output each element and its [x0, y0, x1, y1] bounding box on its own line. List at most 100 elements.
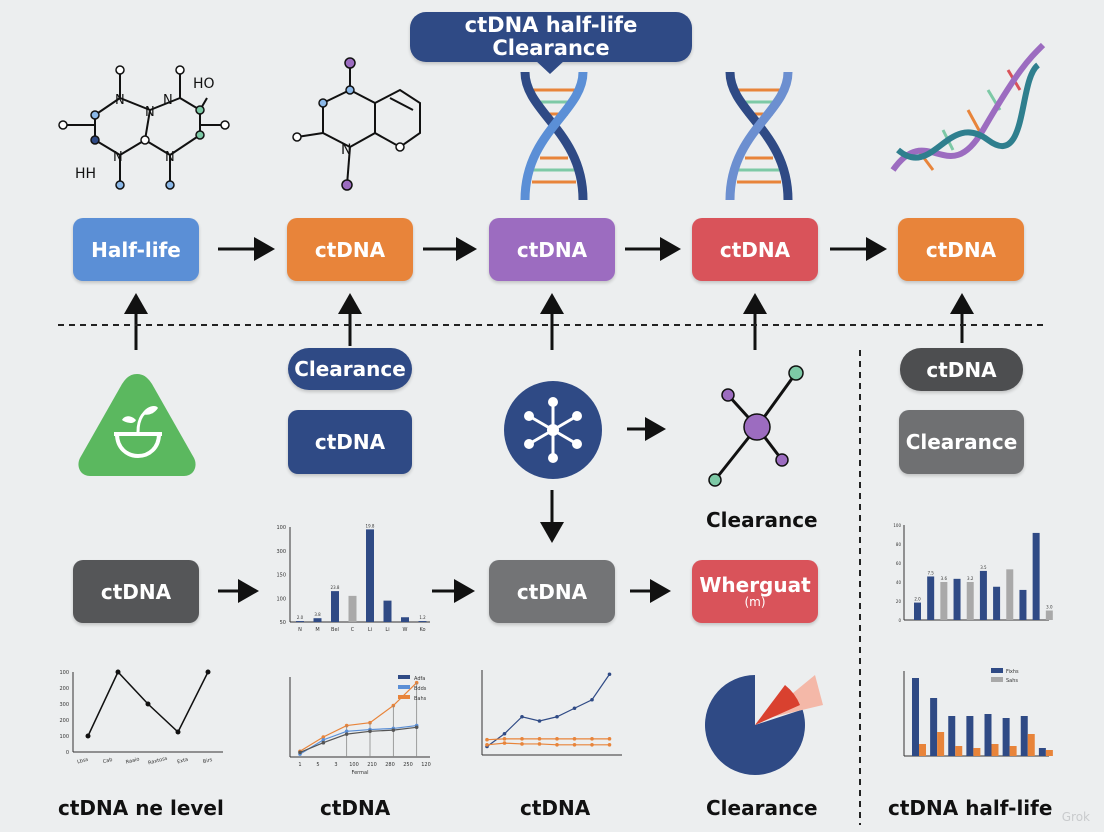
- half-life-box: Half-life: [73, 218, 199, 281]
- data-point: [590, 697, 594, 702]
- red-measure-box: Wherguat (m): [692, 560, 818, 623]
- bar: [973, 748, 981, 756]
- ctdna-box-purple: ctDNA: [489, 218, 615, 281]
- y-tick-label: 20: [896, 599, 902, 604]
- svg-text:N: N: [165, 150, 175, 165]
- ctdna-pill-dark: ctDNA: [900, 348, 1023, 391]
- title-bubble-tail: [535, 60, 565, 74]
- data-point: [520, 737, 524, 741]
- data-point: [414, 725, 419, 730]
- data-label: 3.5: [980, 565, 987, 570]
- bar: [383, 600, 392, 622]
- bar: [912, 678, 919, 756]
- bar: [366, 529, 374, 622]
- bar: [993, 586, 1001, 620]
- bar: [331, 591, 339, 622]
- x-tick-label: 5: [316, 762, 319, 768]
- data-point: [344, 729, 349, 734]
- data-point: [391, 728, 396, 732]
- x-tick-label: Raxtoss: [147, 755, 168, 766]
- data-point: [590, 743, 594, 747]
- bottom-label-3: ctDNA: [520, 796, 591, 820]
- red-box-line1: Wherguat: [699, 572, 811, 597]
- svg-text:N: N: [145, 105, 155, 120]
- line-chart-bottom-3: [481, 670, 622, 756]
- pie-slice: [755, 685, 800, 725]
- bar: [991, 744, 999, 756]
- bar: [966, 582, 974, 620]
- bar: [930, 698, 938, 756]
- data-point: [145, 701, 151, 707]
- ctdna-box-red: ctDNA: [692, 218, 818, 281]
- data-point: [368, 729, 372, 734]
- data-point: [298, 750, 302, 755]
- data-point: [502, 741, 507, 745]
- bar: [1009, 746, 1017, 756]
- ctdna-box-navy: ctDNA: [288, 410, 412, 474]
- x-tick-label: 210: [367, 762, 377, 768]
- x-tick-label: Li: [385, 627, 389, 633]
- ctdna-box-gray-left: ctDNA: [73, 560, 199, 623]
- data-point: [502, 731, 507, 736]
- data-point: [344, 723, 349, 728]
- data-point: [391, 703, 396, 708]
- y-tick-label: 50: [280, 620, 286, 626]
- bar: [914, 602, 921, 620]
- ho-label: HO: [193, 76, 215, 92]
- bar: [1019, 589, 1027, 620]
- data-label: 1.2: [419, 615, 426, 620]
- bar: [979, 570, 987, 620]
- data-point: [607, 672, 612, 677]
- x-tick-label: Raaio: [125, 756, 140, 765]
- x-tick-label: Li: [368, 627, 372, 633]
- data-label: 2.0: [914, 597, 921, 602]
- legend-label: Adfa: [414, 676, 425, 682]
- bottom-label-5: ctDNA half-life: [888, 796, 1053, 820]
- y-tick-label: 80: [896, 542, 902, 547]
- data-label: 23.8: [331, 585, 340, 590]
- series-line: [299, 726, 417, 753]
- data-point: [572, 706, 577, 711]
- data-point: [537, 742, 542, 746]
- y-tick-label: 150: [276, 573, 286, 579]
- svg-text:N: N: [115, 93, 125, 108]
- x-tick-label: 1: [298, 762, 301, 768]
- x-tick-label: Lbss: [77, 757, 90, 766]
- plant-bowl-icon: [78, 374, 196, 476]
- data-point: [607, 743, 612, 747]
- data-label: 2.0: [297, 615, 304, 620]
- series-line: [299, 724, 417, 755]
- legend-swatch: [991, 668, 1003, 673]
- y-tick-label: 100: [59, 670, 69, 676]
- data-point: [321, 738, 326, 742]
- legend-label: Bdds: [414, 686, 427, 692]
- bar: [927, 576, 935, 620]
- title-bubble: ctDNA half-life Clearance: [410, 12, 692, 62]
- data-point: [555, 743, 559, 747]
- dna-helix-icon: [520, 71, 588, 201]
- data-point: [520, 742, 524, 746]
- data-point: [537, 719, 542, 723]
- data-point: [537, 737, 542, 741]
- series-line: [299, 682, 418, 752]
- bar: [313, 618, 322, 622]
- data-point: [502, 737, 507, 741]
- svg-text:N: N: [113, 150, 123, 165]
- x-tick-label: Birs: [202, 757, 213, 765]
- x-tick-label: M: [315, 627, 319, 633]
- bar: [1027, 734, 1035, 756]
- data-label: 7.5: [927, 570, 934, 575]
- data-label: 3.0: [1046, 605, 1053, 610]
- x-tick-label: 120: [421, 762, 431, 768]
- ctdna-box-gray-center: ctDNA: [489, 560, 615, 623]
- clearance-pill: Clearance: [288, 348, 412, 390]
- bottom-label-1: ctDNA ne level: [58, 796, 224, 820]
- data-point: [590, 737, 594, 741]
- legend-swatch: [991, 677, 1003, 682]
- bar: [984, 714, 992, 756]
- bar: [966, 716, 974, 756]
- bar: [948, 716, 956, 756]
